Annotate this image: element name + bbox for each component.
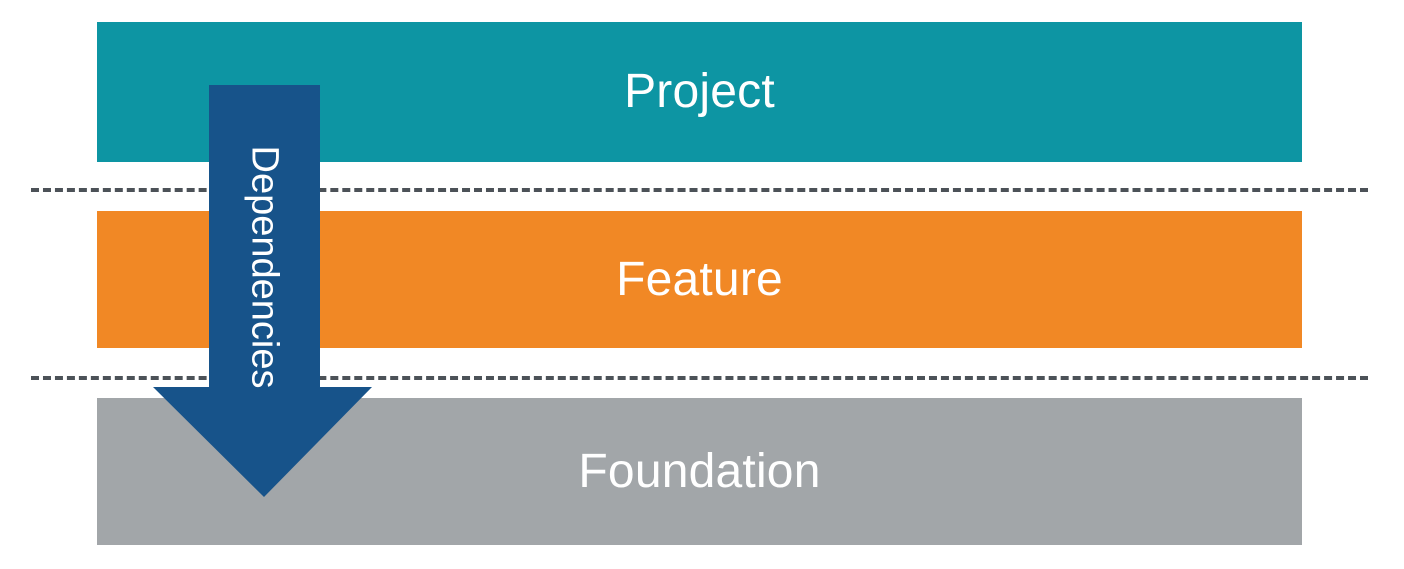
down-arrow-shape xyxy=(153,85,372,497)
layer-label-feature: Feature xyxy=(616,252,783,306)
dependencies-arrow-icon[interactable] xyxy=(150,85,375,500)
divider-feature-foundation xyxy=(31,376,1368,380)
divider-project-feature xyxy=(31,188,1368,192)
layer-label-foundation: Foundation xyxy=(578,444,821,498)
layer-label-project: Project xyxy=(624,65,775,118)
